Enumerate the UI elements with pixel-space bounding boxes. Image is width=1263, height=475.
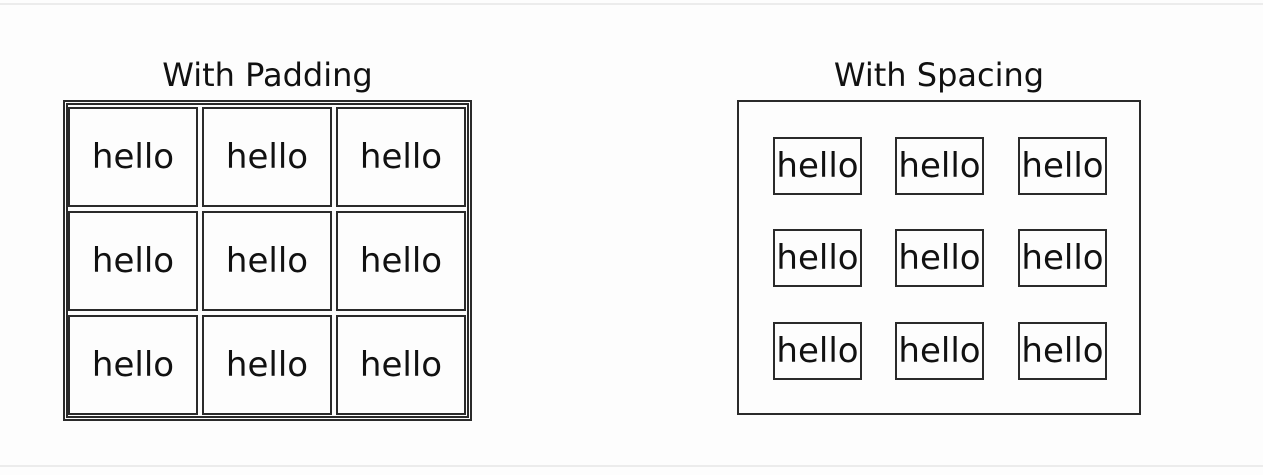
spacing-table-cell: hello bbox=[773, 322, 862, 380]
padding-table-cell: hello bbox=[336, 315, 466, 415]
padding-table: hello hello hello hello hello hello hell… bbox=[63, 100, 472, 421]
padding-table-cell: hello bbox=[68, 211, 198, 311]
padding-table-cell: hello bbox=[202, 107, 332, 207]
bottom-divider bbox=[0, 465, 1263, 467]
spacing-table: hello hello hello hello hello hello hell… bbox=[737, 100, 1141, 415]
padding-table-cell: hello bbox=[68, 315, 198, 415]
padding-table-cell: hello bbox=[202, 211, 332, 311]
padding-table-caption: With Padding bbox=[162, 56, 373, 94]
spacing-table-cell: hello bbox=[895, 322, 984, 380]
spacing-table-cell: hello bbox=[1018, 322, 1107, 380]
spacing-table-cell: hello bbox=[895, 229, 984, 287]
padding-table-cell: hello bbox=[68, 107, 198, 207]
spacing-table-cell: hello bbox=[1018, 229, 1107, 287]
padding-table-cell: hello bbox=[336, 211, 466, 311]
spacing-table-cell: hello bbox=[895, 137, 984, 195]
padding-table-cell: hello bbox=[202, 315, 332, 415]
spacing-table-cell: hello bbox=[773, 137, 862, 195]
spacing-table-cell: hello bbox=[773, 229, 862, 287]
padding-table-cell: hello bbox=[336, 107, 466, 207]
top-divider bbox=[0, 3, 1263, 5]
spacing-table-cell: hello bbox=[1018, 137, 1107, 195]
spacing-table-caption: With Spacing bbox=[833, 56, 1045, 94]
